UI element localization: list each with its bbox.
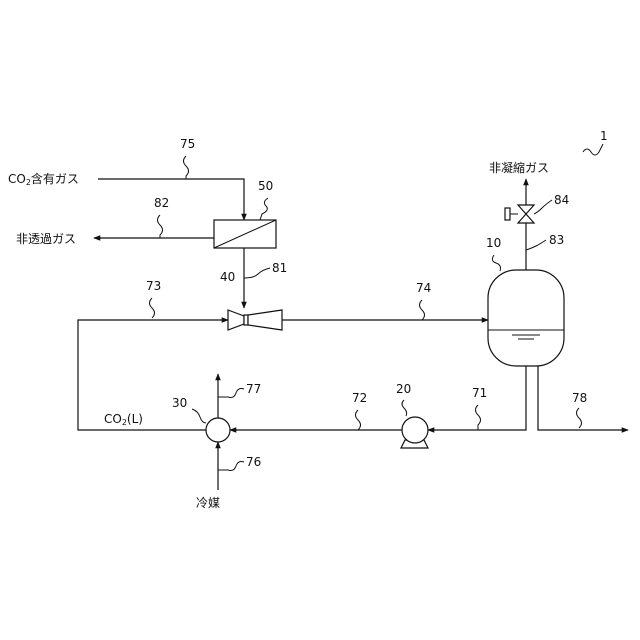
- line-74-leader: [420, 300, 425, 320]
- line-75-leader: [184, 156, 189, 179]
- tank-outlet-line: 78: [538, 366, 628, 430]
- line-72-number: 72: [352, 391, 367, 405]
- non-permeate-gas-label: 非透過ガス: [16, 232, 76, 246]
- ejector-number: 40: [220, 270, 235, 284]
- line-83-number: 83: [549, 233, 564, 247]
- valve-body: [518, 205, 534, 223]
- ejector: 40: [220, 270, 282, 330]
- pump-number: 20: [396, 382, 411, 396]
- ejector-to-tank-line: 74: [282, 281, 488, 320]
- membrane-separator: 50: [214, 179, 276, 248]
- refrigerant-lines: 冷媒 76 77: [196, 374, 261, 510]
- line-78-leader: [577, 408, 582, 428]
- heat-exchanger-number: 30: [172, 396, 187, 410]
- refrigerant-label: 冷媒: [196, 496, 220, 510]
- heat-exchanger: 30: [172, 396, 230, 442]
- co2-liquid-label: CO2(L): [104, 412, 143, 427]
- line-82-leader: [158, 215, 163, 238]
- tank-leader: [492, 255, 500, 271]
- figure-number: 1: [600, 129, 608, 143]
- pump: 20: [396, 382, 428, 448]
- line-81-leader: [244, 268, 270, 278]
- vent-line: 84 83 非凝縮ガス: [489, 160, 569, 270]
- non-permeate-line: 非透過ガス 82: [16, 196, 214, 246]
- line-75-number: 75: [180, 137, 195, 151]
- heat-exchanger-body: [206, 418, 230, 442]
- line-73-number: 73: [146, 279, 161, 293]
- membrane-leader: [260, 198, 268, 220]
- co2-feed-pipe: [98, 179, 244, 220]
- line-77-number: 77: [246, 382, 261, 396]
- ejector-inlet: [228, 310, 244, 330]
- line-73-leader: [150, 298, 155, 318]
- valve-actuator: [505, 208, 510, 220]
- line-81-number: 81: [272, 261, 287, 275]
- separator-tank: 10: [486, 236, 564, 366]
- tank-vessel: [488, 270, 564, 366]
- co2-liquid-loop-line: CO2(L) 73: [78, 279, 228, 430]
- line-74-number: 74: [416, 281, 431, 295]
- line-82-number: 82: [154, 196, 169, 210]
- line-71-number: 71: [472, 386, 487, 400]
- heat-exchanger-leader: [192, 409, 206, 423]
- line-76-number: 76: [246, 455, 261, 469]
- figure-leader: [583, 144, 603, 155]
- figure-reference: 1: [583, 129, 608, 155]
- line-83-leader: [526, 240, 546, 250]
- non-condensable-gas-label: 非凝縮ガス: [489, 160, 549, 175]
- valve-leader: [534, 200, 552, 214]
- pump-casing: [402, 417, 428, 443]
- tank-number: 10: [486, 236, 501, 250]
- line-76-leader: [218, 462, 244, 471]
- membrane-number: 50: [258, 179, 273, 193]
- line-78-number: 78: [572, 391, 587, 405]
- tank-to-pump-line: 71: [428, 366, 526, 430]
- co2-gas-feed-line: CO2含有ガス 75: [8, 137, 244, 220]
- line-72-leader: [356, 410, 361, 430]
- line-73-pipe: [78, 320, 228, 430]
- valve-number: 84: [554, 193, 569, 207]
- co2-gas-label: CO2含有ガス: [8, 171, 79, 187]
- pump-to-exchanger-line: 72: [230, 391, 402, 430]
- ejector-diffuser: [248, 310, 282, 330]
- pump-leader: [402, 400, 407, 416]
- line-71-leader: [476, 405, 481, 430]
- permeate-line: 81: [244, 248, 287, 308]
- line-77-leader: [218, 389, 244, 398]
